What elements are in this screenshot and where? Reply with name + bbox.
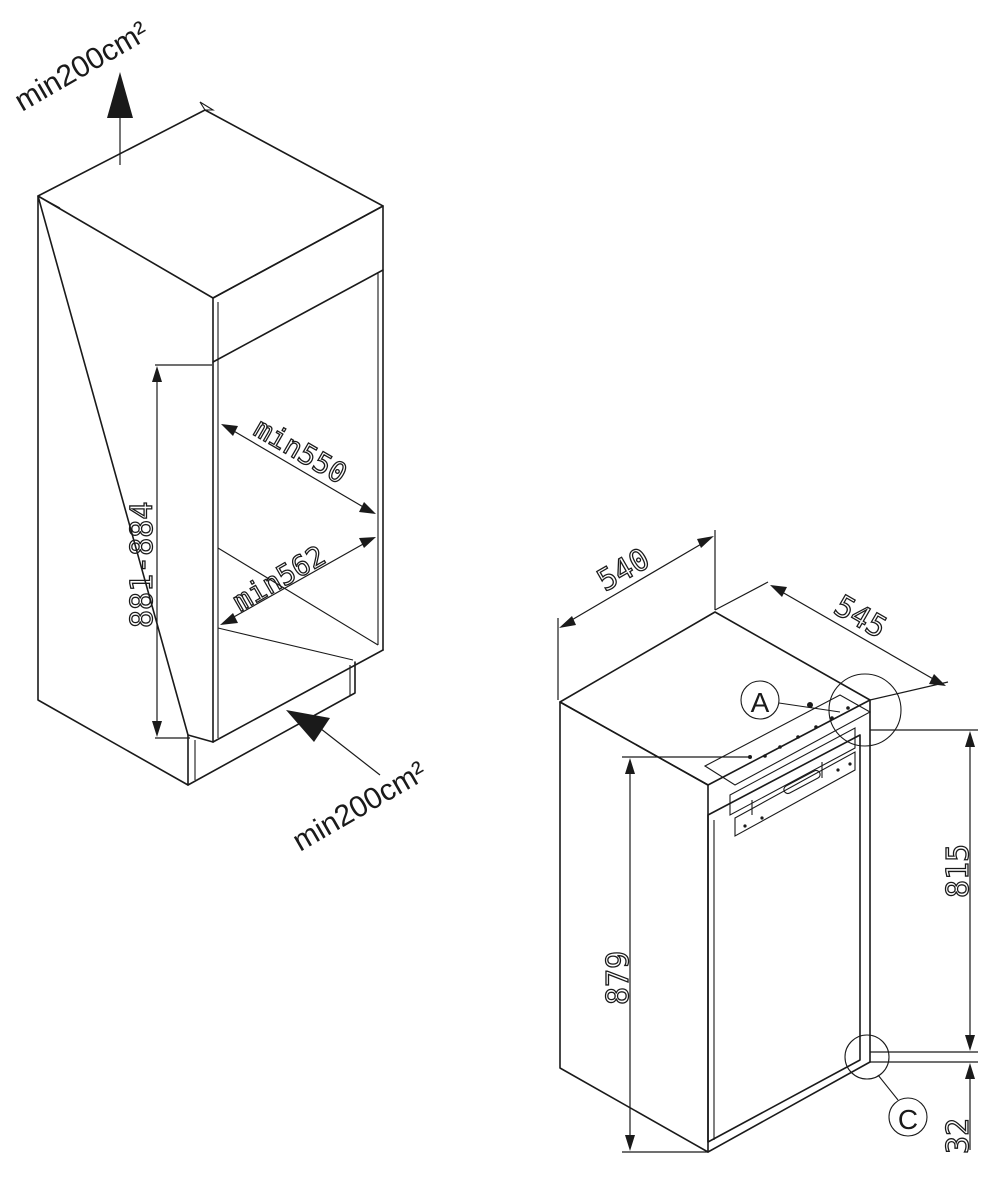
appliance-depth-dimension	[714, 581, 949, 701]
niche-depth-dimension	[221, 424, 376, 514]
appliance-depth-label: 545	[828, 589, 892, 646]
top-bracket-hardware	[703, 694, 872, 837]
door-height-label: 815	[941, 844, 976, 898]
appliance-width-dimension	[557, 530, 716, 700]
detail-c-marker	[844, 1034, 928, 1137]
niche-width-label: min562	[227, 539, 331, 618]
niche-width-dimension	[220, 537, 376, 625]
niche-cabinet	[37, 101, 384, 786]
niche-height-dimension	[152, 364, 212, 739]
appliance-width-label: 540	[592, 542, 656, 599]
detail-c-label: C	[898, 1104, 918, 1135]
door-height-dimension	[870, 729, 978, 1053]
bottom-vent-label: min200cm²	[287, 755, 432, 858]
plinth-height-dimension	[870, 1061, 978, 1150]
detail-a-marker	[740, 673, 902, 747]
top-vent-label: min200cm²	[9, 15, 154, 118]
bottom-vent-arrow	[286, 710, 381, 776]
top-vent-arrow	[107, 72, 133, 165]
plinth-height-label: 32	[941, 1118, 976, 1154]
niche-height-label: 881-884	[125, 502, 160, 628]
appliance-height-dimension	[622, 756, 750, 1153]
appliance-height-label: 879	[601, 951, 636, 1005]
appliance-body	[559, 611, 871, 1153]
detail-a-label: A	[751, 687, 770, 718]
niche-depth-label: min550	[249, 411, 353, 490]
